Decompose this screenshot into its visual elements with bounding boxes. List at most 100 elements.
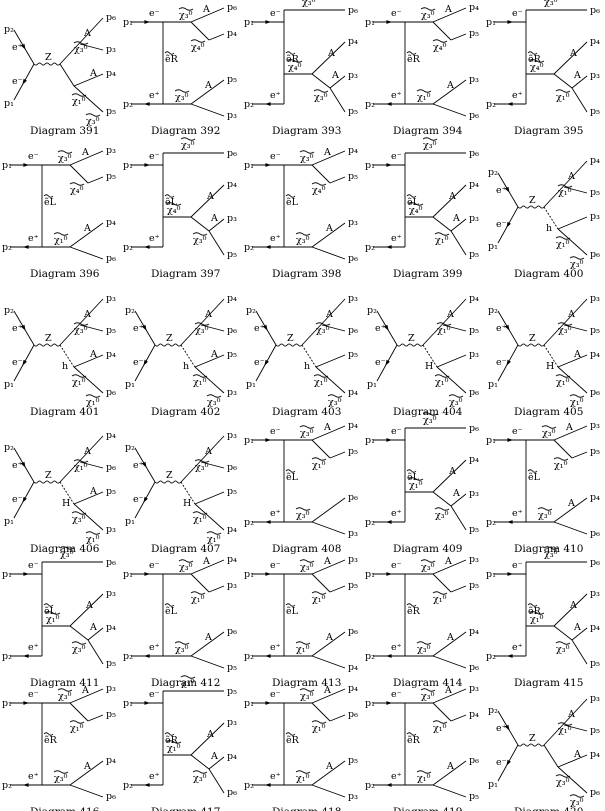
final-neutralino [73,85,104,113]
tilde-mark [406,194,417,198]
momentum-p-low: p₆ [227,787,237,798]
photon-A-label-lower: A [567,498,575,509]
positron-label: e⁺ [28,771,39,782]
neutralino-upper [79,324,104,332]
positron-label: e⁺ [28,233,39,244]
neutralino-label-top: χ₃⁰ [300,691,314,702]
neutralino-mid [553,73,573,89]
neutralino-label-top: χ₃⁰ [58,691,72,702]
fermion-arrow [142,461,147,468]
tilde-mark [43,194,54,198]
momentum-p-low: p₄ [227,524,237,535]
photon-A-label-lower: A [89,349,97,360]
momentum-p-low: p₆ [348,253,358,264]
fermion-arrow [144,163,151,167]
fermion-arrow [22,654,29,658]
selectron-label: ẽR [44,735,58,746]
tilde-mark [408,477,424,481]
z-boson-label: Z [45,52,52,63]
fermion-arrow [22,245,29,249]
momentum-p-mid: p₄ [590,349,600,360]
tilde-mark [420,7,436,11]
fermion-arrow [506,520,513,524]
fermion-arrow [22,78,27,85]
neutralino-label-low: χ₁⁰ [296,773,310,784]
momentum-p-top: p₆ [106,557,116,568]
photon-A-label: A [323,422,331,433]
tilde-mark [295,770,311,774]
final-neutralino [432,103,467,117]
positron-label: e⁺ [270,508,281,519]
momentum-p-left-top: p₁ [2,698,12,709]
fermion-arrow [263,324,268,331]
tilde-mark [174,641,190,645]
neutralino-link [543,744,559,768]
final-neutralino [190,103,225,117]
tilde-mark [557,322,573,326]
neutralino-mid [190,754,210,770]
neutralino-label-lower: χ₁⁰ [72,377,86,388]
final-neutralino [450,505,467,531]
momentum-p-low: p₅ [106,658,116,669]
fermion-arrow [143,496,148,503]
positron-label: e⁺ [270,233,281,244]
final-neutralino [557,366,588,394]
selectron-label: ẽL [286,197,299,208]
neutralino-up [432,21,452,41]
neutralino-label-final: χ₁⁰ [207,534,221,545]
photon-A-label-lower: A [325,223,333,234]
tilde-mark [192,511,208,515]
diagram-caption: Diagram 397 [151,268,220,280]
momentum-p-left-top: p₂ [488,705,498,716]
tilde-mark [45,611,61,615]
momentum-p-top: p₃ [590,420,600,431]
neutralino-mid [432,216,452,232]
diagram-caption: Diagram 412 [151,677,220,689]
neutralino-label-lower: χ₁⁰ [530,614,544,625]
momentum-p-top: p₄ [469,2,479,13]
fermion-arrow [386,572,393,576]
photon-A-label: A [327,48,335,59]
higgs-line [543,206,559,230]
tilde-mark [295,232,311,236]
photon-A-lower [190,79,225,105]
z-boson-line [517,743,545,747]
fermion-arrow [507,572,514,576]
neutralino-label-low: χ₃⁰ [417,644,431,655]
photon-A-upper [432,459,467,493]
neutralino-label-final: χ₃⁰ [328,397,342,408]
momentum-p-left-top: p₂ [367,305,377,316]
positron-label: e⁺ [391,233,402,244]
final-neutralino [557,228,588,256]
fermion-arrow [23,572,30,576]
momentum-p-upper: p₃ [590,588,600,599]
tilde-mark [311,182,327,186]
neutralino-label-lower: χ₁⁰ [72,96,86,107]
fermion-arrow [386,163,393,167]
neutralino-label-final: χ₃⁰ [435,510,449,521]
selectron-label: ẽR [407,54,421,65]
neutralino-label-upper: χ₁⁰ [74,462,88,473]
positron-label: e⁺ [512,508,523,519]
tilde-mark [192,374,208,378]
electron-label: e⁻ [512,426,523,437]
momentum-p-top: p₆ [469,148,479,159]
momentum-p-upper: p₄ [348,36,358,47]
momentum-p-mid: p₃ [227,213,237,224]
selectron-label: ẽR [407,606,421,617]
neutralino-label-mid: χ₁⁰ [70,723,84,734]
positron-label: e⁺ [149,90,160,101]
positron-label: e⁺ [28,642,39,653]
tilde-mark [285,51,296,55]
fermion-arrow [507,438,514,442]
momentum-p-upper: p₅ [106,171,116,182]
momentum-p-low: p₅ [590,658,600,669]
tilde-mark [299,150,315,154]
fermion-arrow [507,20,514,24]
electron-label: e⁻ [28,560,39,571]
neutralino-up [311,573,331,593]
